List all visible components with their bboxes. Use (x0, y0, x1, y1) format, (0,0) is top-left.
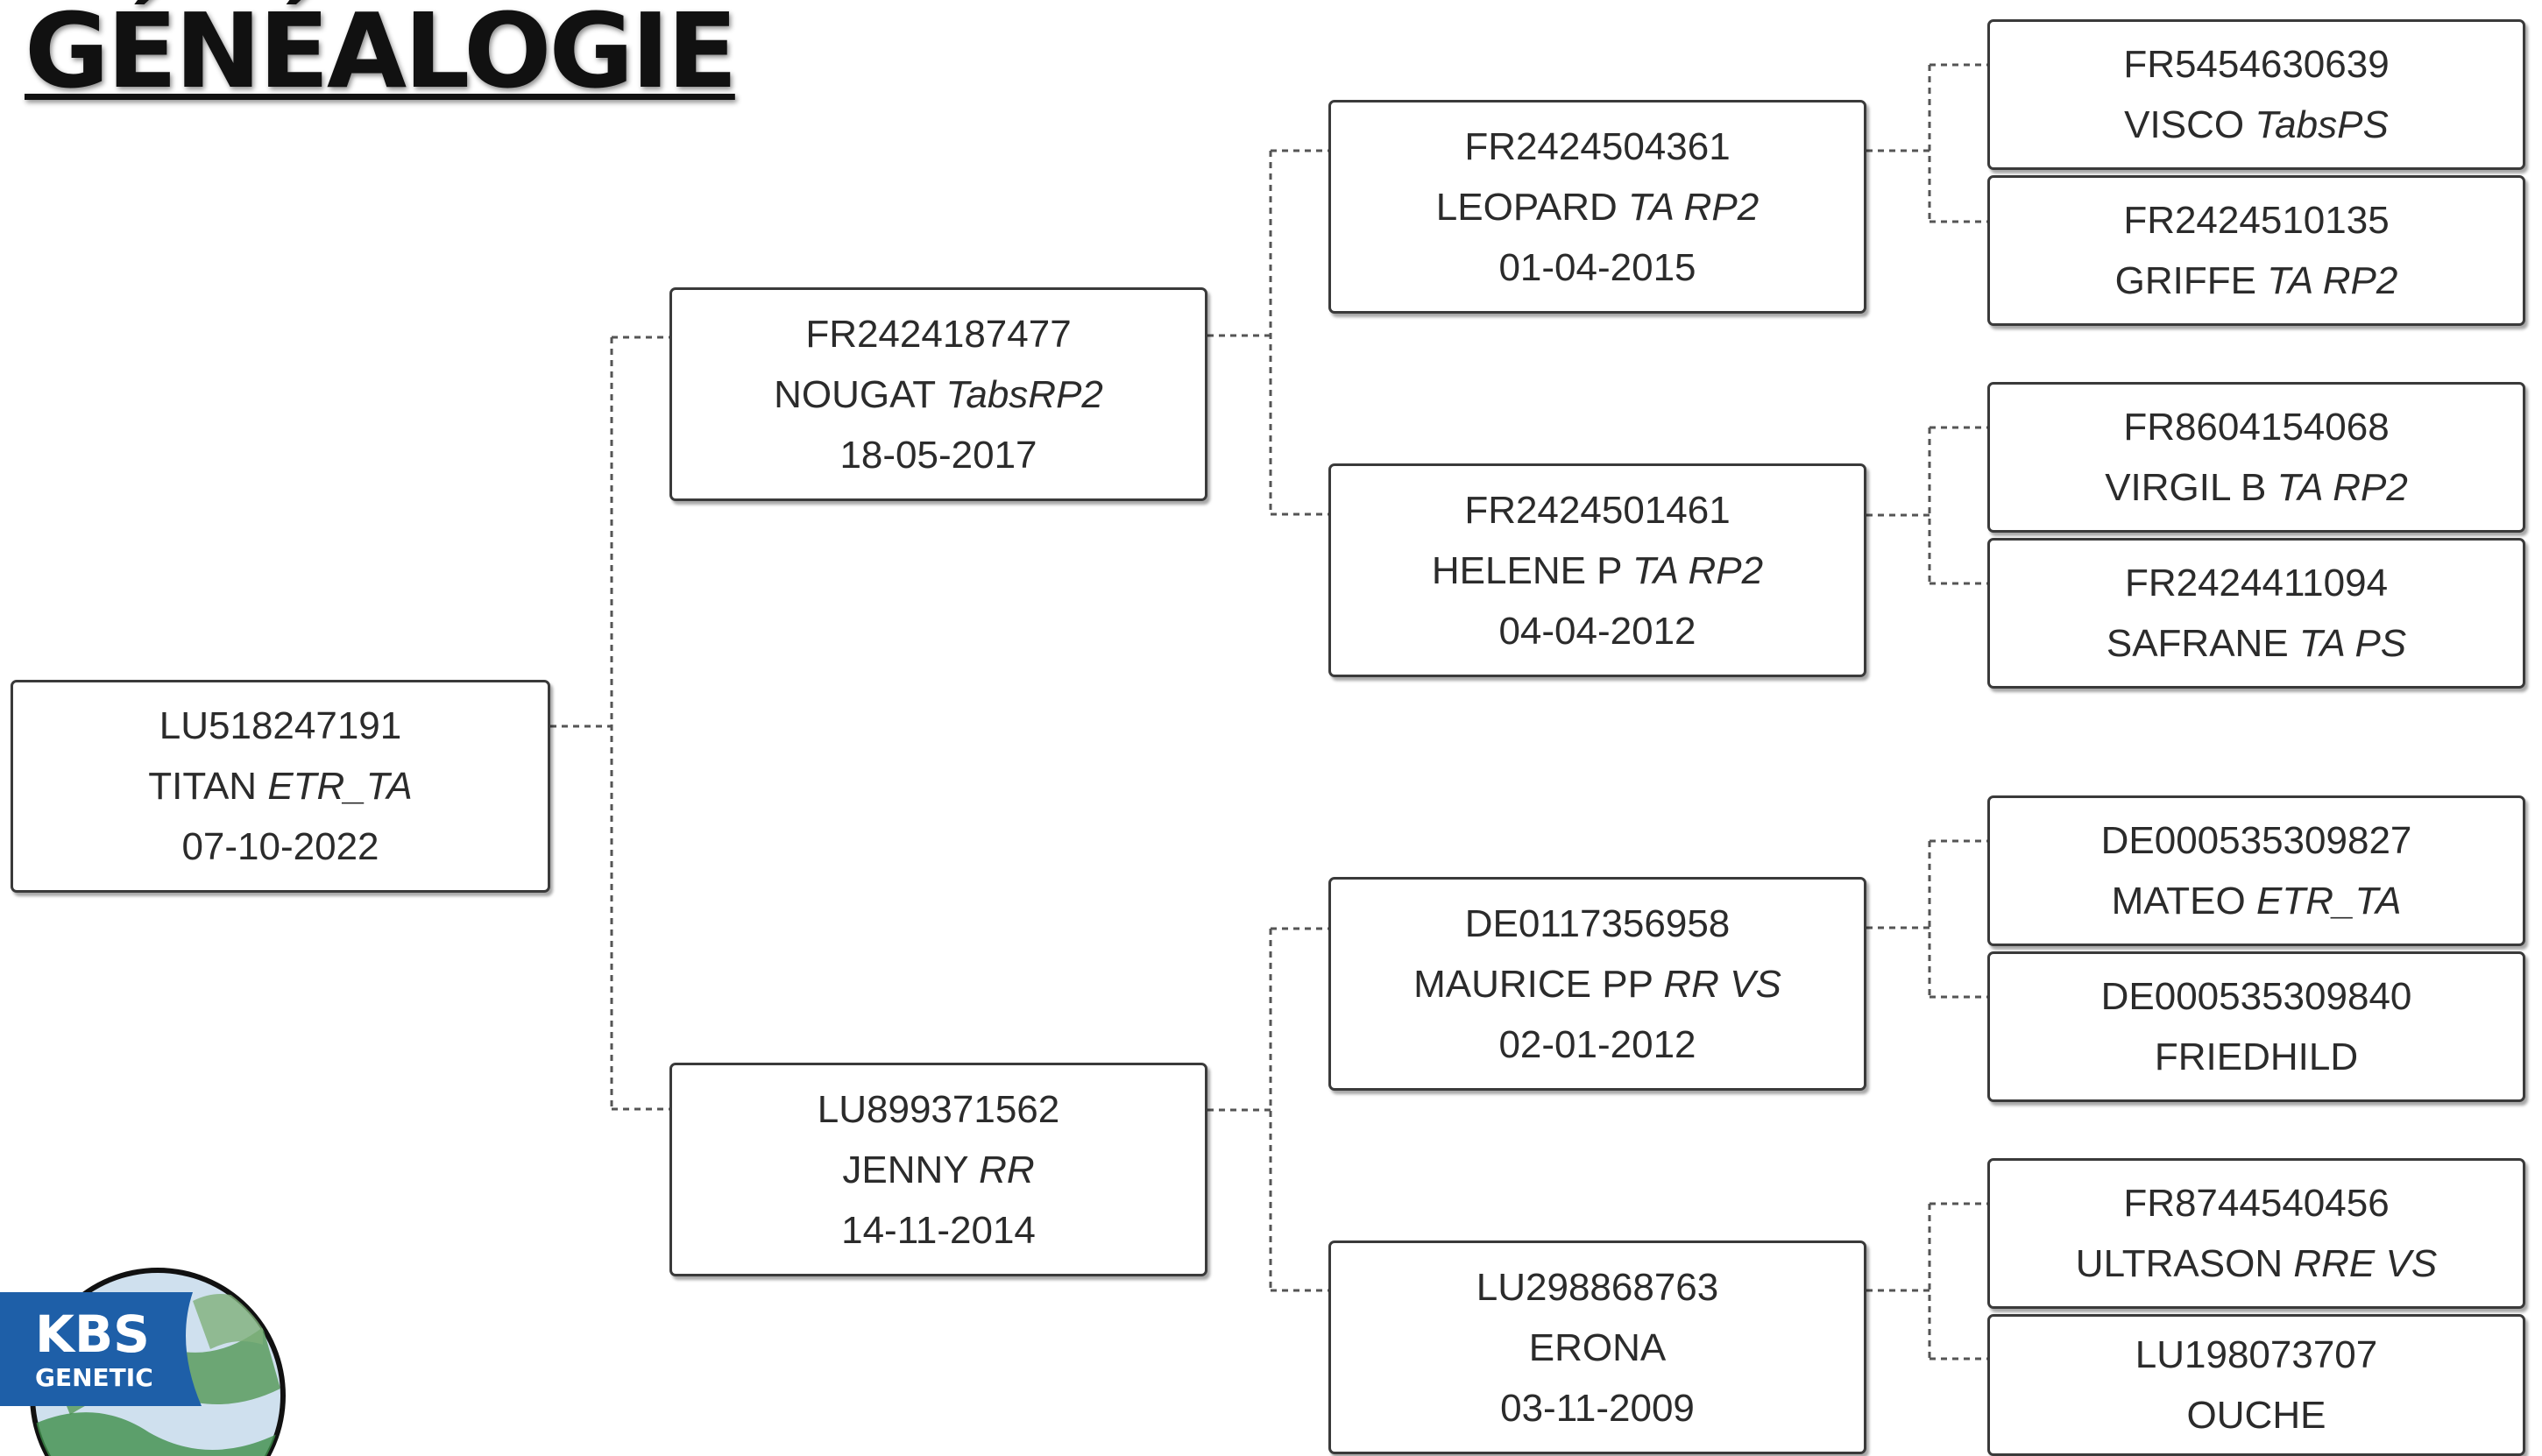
pedigree-node-sds: FR8604154068 VIRGIL B TA RP2 (1987, 382, 2525, 533)
pedigree-node-subject: LU518247191 TITAN ETR_TA 07-10-2022 (11, 680, 550, 893)
pedigree-node-dss: DE000535309827 MATEO ETR_TA (1987, 795, 2525, 946)
node-registration: FR2424501461 (1464, 488, 1731, 532)
node-name: ULTRASON (2075, 1242, 2284, 1285)
node-genes: RRE VS (2293, 1242, 2438, 1285)
pedigree-node-dds: FR8744540456 ULTRASON RRE VS (1987, 1158, 2525, 1309)
node-registration: LU899371562 (817, 1087, 1060, 1131)
logo-text-genetic: GENETIC (35, 1363, 153, 1392)
node-registration: DE0117356958 (1464, 901, 1731, 945)
node-name: VIRGIL B (2105, 466, 2267, 509)
node-genes: TA RP2 (1628, 185, 1760, 229)
node-registration: FR5454630639 (2123, 43, 2390, 86)
node-registration: LU298868763 (1476, 1265, 1719, 1309)
node-genes: TA RP2 (1632, 548, 1764, 592)
node-registration: FR2424187477 (805, 312, 1072, 356)
node-registration: DE000535309827 (2100, 819, 2412, 862)
node-name: TITAN (148, 765, 258, 808)
node-birth-date: 03-11-2009 (1500, 1386, 1695, 1430)
node-birth-date: 14-11-2014 (841, 1208, 1036, 1252)
node-genes: RR (979, 1148, 1035, 1191)
page-title: GÉNÉALOGIE (25, 0, 738, 111)
node-name: JENNY (842, 1148, 968, 1191)
node-genes: TA RP2 (2267, 259, 2398, 302)
node-birth-date: 02-01-2012 (1498, 1022, 1696, 1066)
pedigree-node-ssd: FR2424510135 GRIFFE TA RP2 (1987, 175, 2525, 326)
node-name: NOUGAT (774, 372, 936, 416)
node-name: FRIEDHILD (2154, 1035, 2359, 1078)
node-name: GRIFFE (2114, 259, 2256, 302)
node-name: SAFRANE (2106, 622, 2289, 665)
node-registration: FR2424510135 (2123, 199, 2390, 242)
pedigree-node-dam-dam: LU298868763 ERONA 03-11-2009 (1328, 1240, 1866, 1454)
node-name: VISCO (2124, 103, 2245, 146)
node-registration: FR8604154068 (2123, 406, 2390, 449)
node-genes: TA RP2 (2276, 466, 2408, 509)
node-registration: FR2424411094 (2124, 562, 2389, 604)
node-registration: LU518247191 (159, 704, 402, 747)
node-genes: TabsRP2 (945, 372, 1103, 416)
node-birth-date: 07-10-2022 (181, 825, 379, 868)
node-name: HELENE P (1431, 548, 1622, 592)
node-name: MATEO (2111, 880, 2246, 922)
pedigree-node-sire-sire: FR2424504361 LEOPARD TA RP2 01-04-2015 (1328, 100, 1866, 314)
pedigree-node-dsd: DE000535309840 FRIEDHILD (1987, 951, 2525, 1102)
node-birth-date: 18-05-2017 (839, 433, 1037, 477)
node-genes: ETR_TA (2255, 880, 2402, 922)
pedigree-node-sdd: FR2424411094 SAFRANE TA PS (1987, 538, 2525, 689)
node-genes: TabsPS (2255, 103, 2389, 146)
node-registration: FR8744540456 (2123, 1182, 2390, 1225)
node-genes: ETR_TA (267, 765, 413, 808)
pedigree-node-ddd: LU198073707 OUCHE (1987, 1314, 2525, 1456)
pedigree-node-sss: FR5454630639 VISCO TabsPS (1987, 19, 2525, 170)
logo-text-kbs: KBS (35, 1304, 150, 1364)
pedigree-node-dam: LU899371562 JENNY RR 14-11-2014 (669, 1063, 1207, 1276)
pedigree-node-sire-dam: FR2424501461 HELENE P TA RP2 04-04-2012 (1328, 463, 1866, 677)
node-birth-date: 04-04-2012 (1498, 609, 1696, 653)
node-name: MAURICE PP (1413, 962, 1653, 1006)
node-birth-date: 01-04-2015 (1498, 245, 1696, 289)
node-name: OUCHE (2186, 1394, 2326, 1437)
node-registration: LU198073707 (2135, 1333, 2378, 1376)
node-name: LEOPARD (1435, 185, 1618, 229)
node-genes: RR VS (1663, 962, 1781, 1006)
node-registration: FR2424504361 (1464, 124, 1731, 168)
pedigree-node-dam-sire: DE0117356958 MAURICE PP RR VS 02-01-2012 (1328, 877, 1866, 1091)
node-genes: TA PS (2298, 622, 2407, 665)
node-name: ERONA (1528, 1325, 1667, 1369)
pedigree-node-sire: FR2424187477 NOUGAT TabsRP2 18-05-2017 (669, 287, 1207, 501)
node-registration: DE000535309840 (2100, 975, 2412, 1018)
kbs-genetic-logo: KBS GENETIC (0, 1268, 286, 1456)
